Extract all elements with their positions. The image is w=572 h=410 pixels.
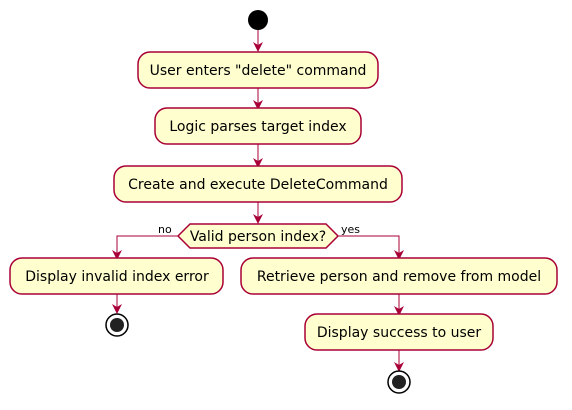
decision-node: Valid person index? <box>190 229 326 245</box>
action-user-enters-box <box>137 51 379 89</box>
action-user-enters: User enters "delete" command <box>150 63 367 79</box>
edge-decision-no <box>112 235 178 260</box>
action-retrieve-remove: Retrieve person and remove from model <box>257 269 541 285</box>
decision-node-shape <box>176 223 340 249</box>
stop-node-right <box>387 370 411 394</box>
action-logic-parses: Logic parses target index <box>169 119 346 135</box>
edge-decision-yes <box>338 235 404 260</box>
branch-label-no: no <box>158 223 172 236</box>
stop-node-left <box>105 313 129 337</box>
action-logic-parses-box <box>154 107 362 145</box>
action-display-success: Display success to user <box>317 325 482 341</box>
action-invalid-error-box <box>9 257 224 295</box>
action-retrieve-remove-box <box>240 257 558 295</box>
action-create-execute-box <box>113 165 403 203</box>
start-node <box>248 10 268 30</box>
branch-label-yes: yes <box>341 223 360 236</box>
action-display-success-box <box>304 313 494 351</box>
action-create-execute: Create and execute DeleteCommand <box>128 177 388 193</box>
action-invalid-error: Display invalid index error <box>25 269 209 285</box>
